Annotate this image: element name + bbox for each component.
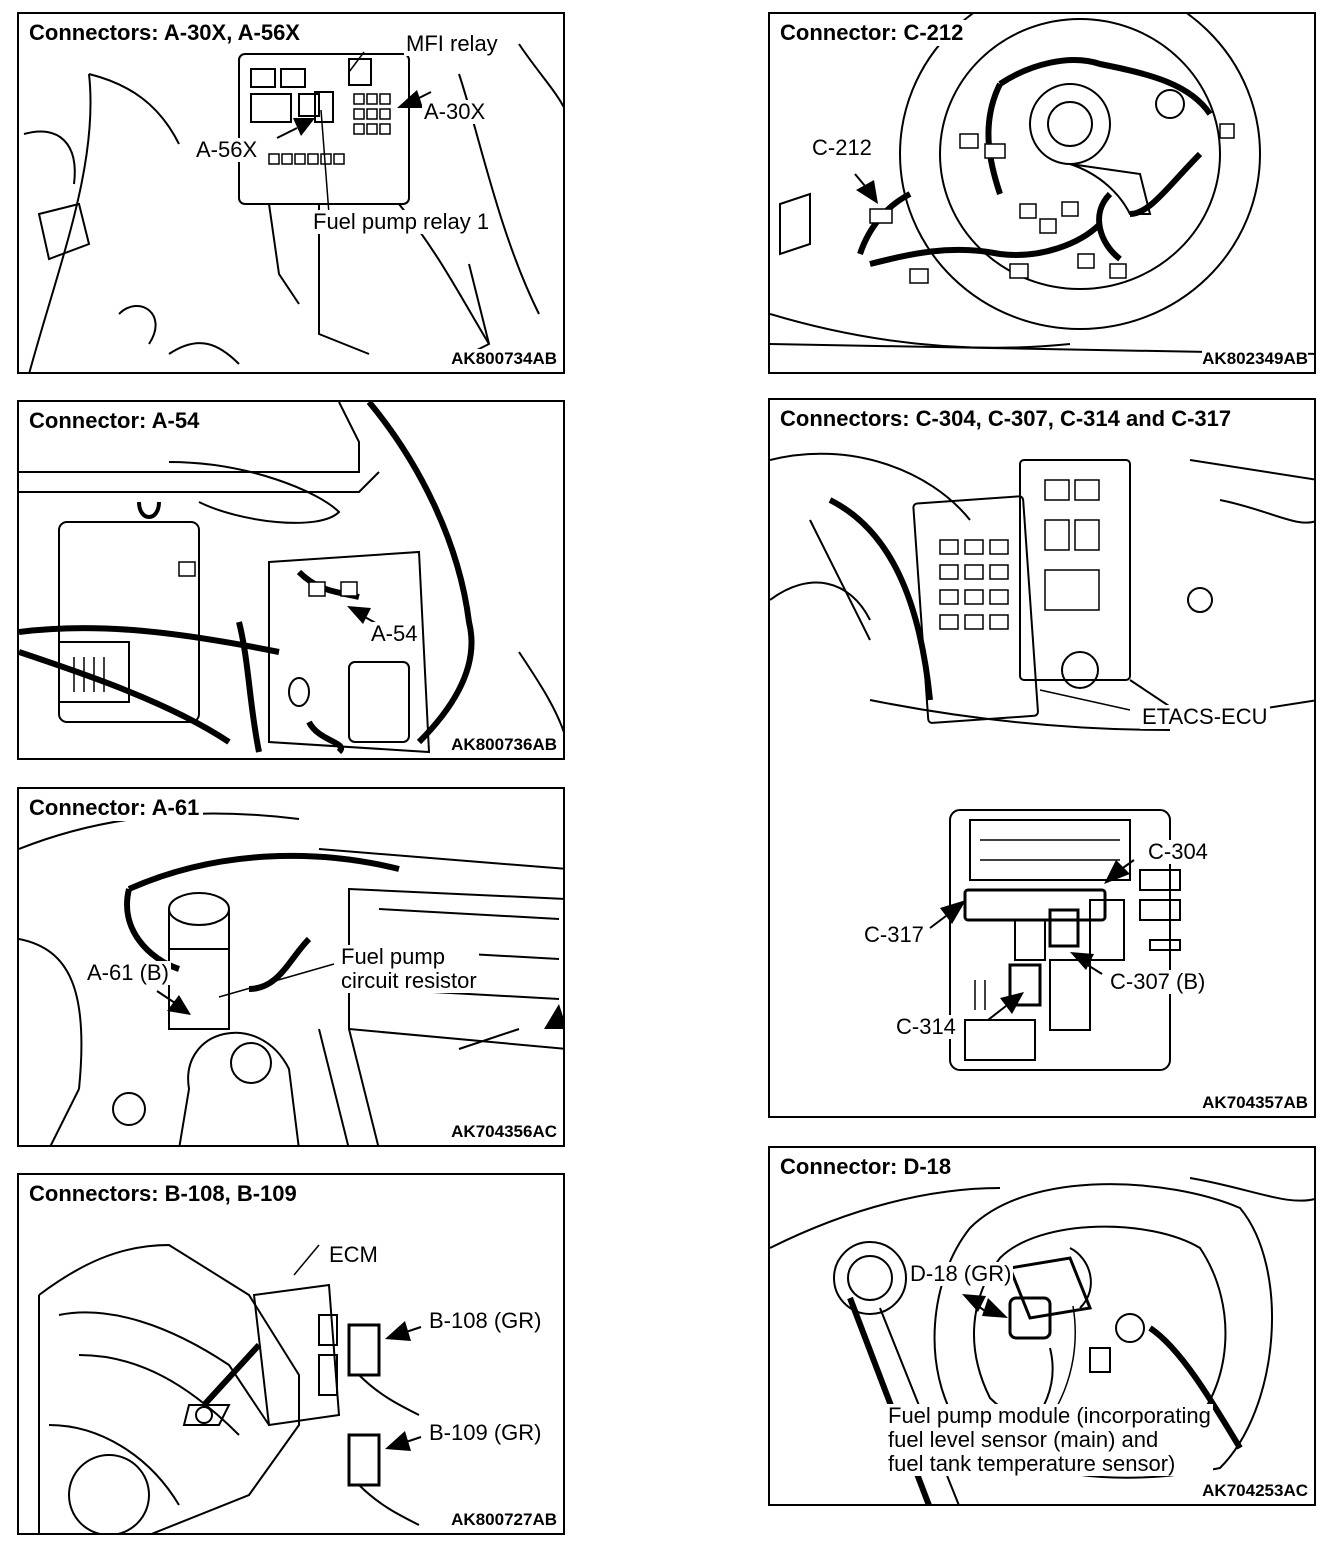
diagram-panel-b108-b109: Connectors: B-108, B-109 ECM B-108 (GR) … bbox=[17, 1173, 565, 1535]
label-a30x: A-30X bbox=[422, 99, 488, 124]
panel-title: Connector: A-54 bbox=[29, 408, 204, 434]
etacs-ecu-drawing bbox=[770, 452, 1314, 1071]
steering-wheel-drawing bbox=[770, 14, 1314, 355]
label-c304: C-304 bbox=[1146, 839, 1210, 864]
panel-title: Connectors: A-30X, A-56X bbox=[29, 20, 304, 46]
panel-title: Connector: C-212 bbox=[780, 20, 968, 46]
label-b109: B-109 (GR) bbox=[427, 1420, 544, 1445]
vehicle-ecm-location-drawing bbox=[38, 1243, 422, 1533]
label-c212: C-212 bbox=[810, 135, 874, 160]
diagram-panel-a61: Connector: A-61 A-61 (B) Fuel pump circu… bbox=[17, 787, 565, 1147]
figure-code: AK704253AC bbox=[1202, 1481, 1308, 1501]
label-c314: C-314 bbox=[894, 1014, 958, 1039]
label-etacs-ecu: ETACS-ECU bbox=[1140, 704, 1270, 729]
figure-code: AK800736AB bbox=[451, 735, 557, 755]
diagram-panel-c212: Connector: C-212 C-212 AK802349AB bbox=[768, 12, 1316, 374]
label-fuel-pump-module: Fuel pump module (incorporating fuel lev… bbox=[886, 1403, 1213, 1476]
diagram-panel-c304-c307-c314-c317: Connectors: C-304, C-307, C-314 and C-31… bbox=[768, 398, 1316, 1118]
label-c317: C-317 bbox=[862, 922, 926, 947]
label-ecm: ECM bbox=[327, 1242, 380, 1267]
engine-compartment-drawing bbox=[19, 812, 563, 1145]
engine-harness-drawing bbox=[19, 402, 563, 755]
diagram-panel-a54: Connector: A-54 A-54 AK800736AB bbox=[17, 400, 565, 760]
label-mfi-relay: MFI relay bbox=[404, 31, 500, 56]
label-c307: C-307 (B) bbox=[1108, 969, 1208, 994]
figure-code: AK704357AB bbox=[1202, 1093, 1308, 1113]
panel-title: Connectors: C-304, C-307, C-314 and C-31… bbox=[780, 406, 1236, 432]
diagram-panel-a30x-a56x: Connectors: A-30X, A-56X MFI relay A-30X… bbox=[17, 12, 565, 374]
label-fuel-pump-circuit-resistor: Fuel pump circuit resistor bbox=[339, 944, 479, 993]
figure-code: AK800734AB bbox=[451, 349, 557, 369]
label-a61: A-61 (B) bbox=[85, 960, 171, 985]
fuel-tank-pump-module-drawing bbox=[770, 1177, 1314, 1504]
label-a56x: A-56X bbox=[194, 137, 260, 162]
label-fuel-pump-relay-1: Fuel pump relay 1 bbox=[311, 209, 492, 234]
engine-bay-relay-box-drawing bbox=[23, 43, 563, 372]
label-d18: D-18 (GR) bbox=[908, 1261, 1014, 1286]
label-a54: A-54 bbox=[369, 621, 420, 646]
panel-title: Connector: A-61 bbox=[29, 795, 204, 821]
panel-title: Connectors: B-108, B-109 bbox=[29, 1181, 301, 1207]
figure-code: AK704356AC bbox=[451, 1122, 557, 1142]
label-b108: B-108 (GR) bbox=[427, 1308, 544, 1333]
diagram-panel-d18: Connector: D-18 D-18 (GR) Fuel pump modu… bbox=[768, 1146, 1316, 1506]
figure-code: AK802349AB bbox=[1202, 349, 1308, 369]
panel-title: Connector: D-18 bbox=[780, 1154, 956, 1180]
figure-code: AK800727AB bbox=[451, 1510, 557, 1530]
